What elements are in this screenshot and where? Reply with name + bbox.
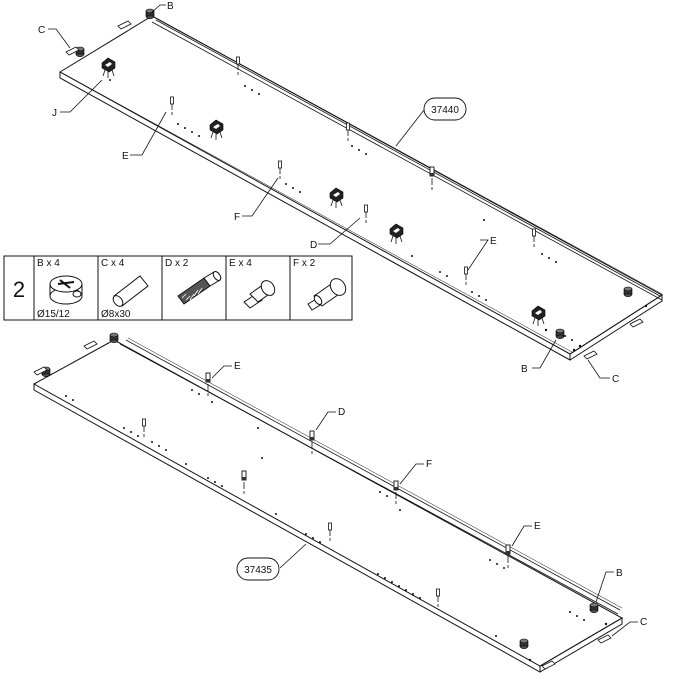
callout-f-top: F xyxy=(234,212,240,223)
top-panel xyxy=(59,15,663,361)
top-callout-labels: B C J E F D E B C xyxy=(38,1,619,385)
callout-f-bottom: F xyxy=(426,459,432,470)
part-c-size: Ø8x30 xyxy=(101,309,131,320)
part-number-badge-bottom: 37435 xyxy=(236,557,280,581)
callout-b-bottom: B xyxy=(616,568,623,579)
callout-b-top: B xyxy=(167,1,174,12)
bottom-callout-lines xyxy=(211,365,638,637)
part-c-count: C x 4 xyxy=(101,258,125,269)
screw-dowel-icon xyxy=(177,271,222,305)
bottom-panel xyxy=(32,337,624,673)
part-d-count: D x 2 xyxy=(165,258,189,269)
callout-e-bottom-right: E xyxy=(534,521,541,532)
callout-j: J xyxy=(52,108,57,119)
callout-b-top-right: B xyxy=(521,364,528,375)
callout-e-bottom-left: E xyxy=(234,361,241,372)
callout-e-top-right: E xyxy=(490,236,497,247)
part-number-top: 37440 xyxy=(431,105,459,116)
callout-d-bottom: D xyxy=(338,407,345,418)
part-b-size: Ø15/12 xyxy=(37,309,70,320)
callout-c-top-right: C xyxy=(612,374,619,385)
callout-d-top: D xyxy=(310,240,317,251)
part-b-count: B x 4 xyxy=(37,258,60,269)
callout-c-top-left: C xyxy=(38,25,45,36)
step-number: 2 xyxy=(13,277,25,302)
bottom-panel-fittings xyxy=(33,332,612,670)
cam-lock-icon xyxy=(49,275,83,305)
callout-e-top: E xyxy=(122,151,129,162)
part-number-bottom: 37435 xyxy=(244,565,272,576)
part-f-count: F x 2 xyxy=(293,258,316,269)
wooden-dowel-icon xyxy=(112,275,149,307)
top-panel-fittings xyxy=(65,8,648,360)
part-number-badge-top: 37440 xyxy=(423,97,467,121)
cam-bolt-e-icon xyxy=(243,280,276,309)
callout-c-bottom: C xyxy=(640,617,647,628)
cam-bolt-f-icon xyxy=(307,278,347,311)
parts-table: 2 B x 4 Ø15/12 C x 4 Ø8x30 D x 2 E x 4 F… xyxy=(3,255,353,321)
bottom-callout-labels: E D F E B C xyxy=(234,361,647,628)
top-callout-lines xyxy=(48,4,610,379)
part-e-count: E x 4 xyxy=(229,258,252,269)
